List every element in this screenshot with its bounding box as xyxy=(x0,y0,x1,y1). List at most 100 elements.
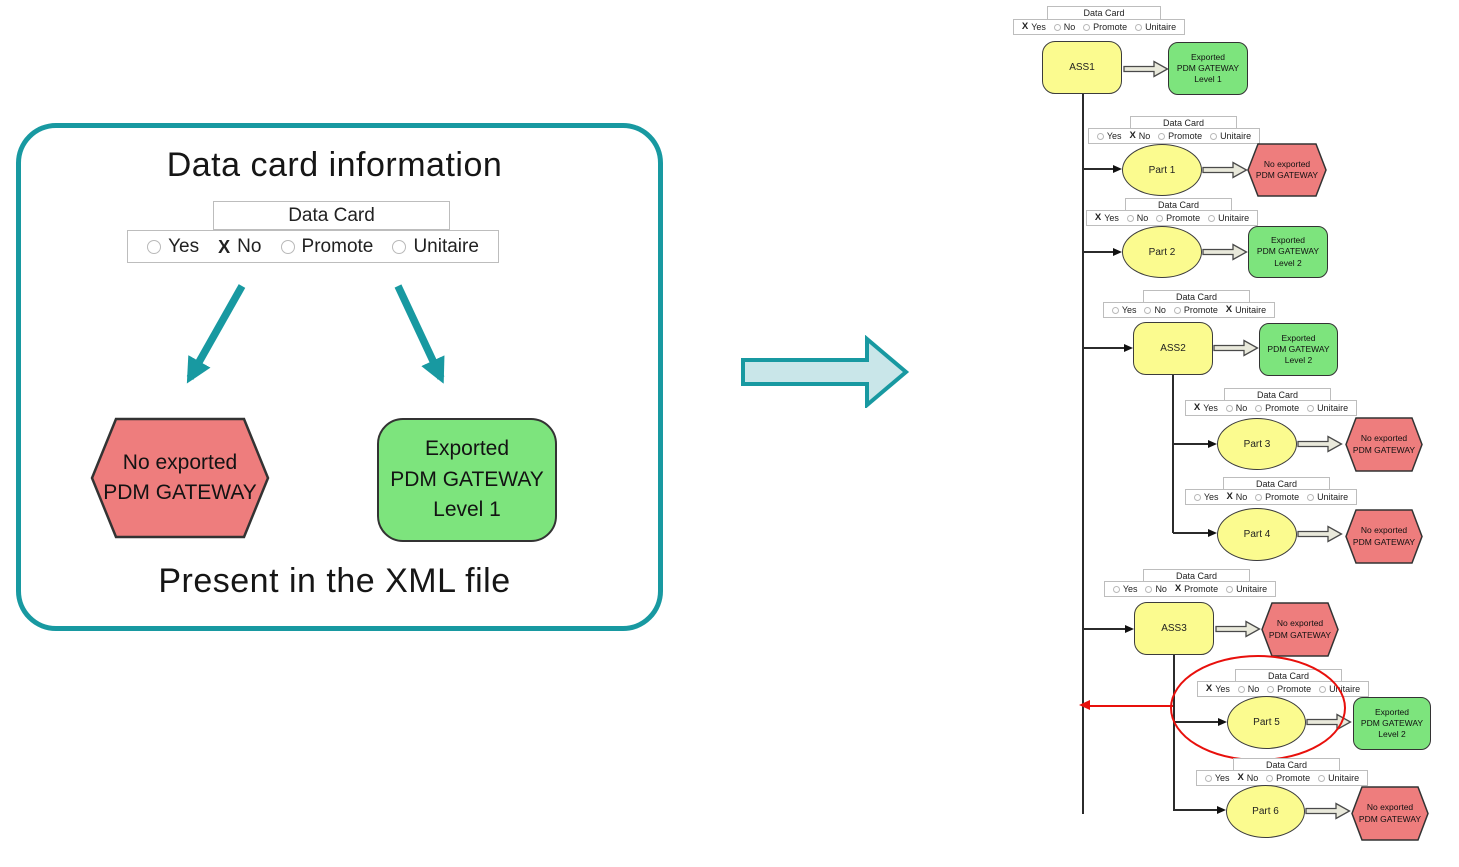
tree-node-ass1[interactable]: ASS1 xyxy=(1042,41,1122,94)
tree-node-part4[interactable]: Part 4 xyxy=(1217,508,1297,561)
radio-option-promote[interactable]: Promote xyxy=(1158,131,1202,141)
block-arrow-icon xyxy=(1213,339,1259,357)
result-line: PDM GATEWAY xyxy=(1352,444,1416,455)
result-line: Level 1 xyxy=(433,498,501,522)
radio-option-unitaire[interactable]: Unitaire xyxy=(1210,131,1251,141)
result-line: Exported xyxy=(1270,235,1306,246)
result-line: PDM GATEWAY xyxy=(1176,62,1240,73)
radio-circle-icon xyxy=(1225,404,1233,412)
data-card-title: Data Card xyxy=(213,201,450,230)
radio-circle-icon xyxy=(1226,585,1234,593)
result-line: PDM GATEWAY xyxy=(1358,813,1422,824)
radio-option-unitaire[interactable]: Unitaire xyxy=(1208,213,1249,223)
connector-arrowhead-icon xyxy=(1217,806,1226,814)
radio-circle-icon xyxy=(1255,404,1263,412)
radio-option-label: Yes xyxy=(1031,22,1046,32)
radio-option-unitaire[interactable]: Unitaire xyxy=(1307,492,1348,502)
radio-option-promote[interactable]: Promote xyxy=(1255,403,1299,413)
connector-line xyxy=(1173,443,1208,445)
radio-option-label: Promote xyxy=(1166,213,1201,223)
radio-option-label: Yes xyxy=(1104,213,1119,223)
connector-line xyxy=(1083,628,1125,630)
connector-line xyxy=(1174,809,1217,811)
hexagon-shape-icon xyxy=(1345,509,1423,564)
radio-option-no[interactable]: No xyxy=(1126,213,1149,223)
result-no-exported: No exported PDM GATEWAY xyxy=(1261,602,1339,657)
radio-option-unitaire[interactable]: Unitaire xyxy=(1135,22,1176,32)
connector-arrowhead-icon xyxy=(1113,165,1122,173)
radio-option-label: Unitaire xyxy=(1236,584,1268,594)
radio-circle-icon xyxy=(1111,306,1119,314)
radio-option-label: No xyxy=(1136,213,1149,223)
result-line: Exported xyxy=(1374,706,1410,717)
result-line: Level 1 xyxy=(1194,74,1222,85)
radio-option-no[interactable]: No xyxy=(1225,403,1247,413)
radio-option-yes[interactable]: Yes xyxy=(1193,492,1219,502)
radio-option-label: Unitaire xyxy=(413,235,479,257)
radio-option-promote[interactable]: Promote xyxy=(1266,773,1310,783)
radio-option-label: No xyxy=(1155,584,1167,594)
radio-option-label: No xyxy=(1063,22,1076,32)
radio-circle-icon xyxy=(1135,23,1143,31)
radio-option-unitaire[interactable]: Unitaire xyxy=(1226,584,1267,594)
radio-option-yes[interactable]: Yes xyxy=(1112,584,1138,594)
radio-option-unitaire[interactable]: Unitaire xyxy=(392,235,479,258)
radio-option-yes[interactable]: Yes xyxy=(1111,305,1137,315)
x-mark-icon: X xyxy=(1226,491,1233,503)
radio-option-promote[interactable]: Promote xyxy=(1083,22,1127,32)
x-mark-icon: X xyxy=(1174,583,1182,595)
radio-option-unitaire[interactable]: Unitaire xyxy=(1307,403,1348,413)
result-line: Exported xyxy=(1281,332,1316,343)
radio-circle-icon xyxy=(1156,214,1164,222)
radio-option-yes[interactable]: Yes xyxy=(1204,773,1230,783)
radio-circle-icon xyxy=(1204,774,1212,782)
radio-option-yes[interactable]: Yes xyxy=(147,236,199,258)
tree-node-part3[interactable]: Part 3 xyxy=(1217,418,1297,470)
radio-option-label: Unitaire xyxy=(1317,492,1349,502)
block-arrow-icon xyxy=(1297,435,1343,453)
radio-option-label: Unitaire xyxy=(1218,213,1250,223)
result-line: PDM GATEWAY xyxy=(1256,246,1320,257)
radio-option-label: Promote xyxy=(1093,22,1128,32)
radio-option-yes[interactable]: Yes xyxy=(1096,131,1122,141)
radio-option-unitaire[interactable]: Unitaire xyxy=(1318,773,1359,783)
trunk-line-ass3 xyxy=(1173,655,1175,811)
result-line: No exported xyxy=(1276,618,1324,629)
arrow-to-export-icon xyxy=(394,284,445,384)
result-exported: Exported PDM GATEWAY Level 2 xyxy=(1259,323,1338,376)
radio-option-promote[interactable]: Promote xyxy=(1173,305,1218,315)
tree-node-part1[interactable]: Part 1 xyxy=(1122,144,1202,196)
radio-option-no[interactable]: No xyxy=(1053,22,1076,32)
result-line: Level 2 xyxy=(1378,729,1406,740)
block-arrow-icon xyxy=(1202,161,1248,179)
radio-option-promote[interactable]: Promote xyxy=(1255,492,1299,502)
result-line: No exported xyxy=(1360,433,1408,444)
connector-line xyxy=(1083,347,1124,349)
panel-title: Data card information xyxy=(166,146,503,184)
radio-option-no[interactable]: No xyxy=(1145,584,1167,594)
result-no-exported: No exported PDM GATEWAY xyxy=(1345,417,1423,472)
radio-option-label: Unitaire xyxy=(1329,684,1361,694)
highlight-arrow-line xyxy=(1090,705,1173,707)
radio-circle-icon xyxy=(1144,306,1152,314)
tree-node-ass2[interactable]: ASS2 xyxy=(1133,322,1213,375)
connector-arrowhead-icon xyxy=(1113,248,1122,256)
x-mark-icon: X xyxy=(1193,402,1201,414)
tree-node-part2[interactable]: Part 2 xyxy=(1122,226,1202,278)
tree-node-part6[interactable]: Part 6 xyxy=(1226,785,1305,838)
radio-option-promote[interactable]: Promote xyxy=(280,236,373,258)
radio-option-promote[interactable]: Promote xyxy=(1156,213,1200,223)
radio-option-no[interactable]: No xyxy=(1144,305,1166,315)
tree-node-ass3[interactable]: ASS3 xyxy=(1134,602,1214,655)
